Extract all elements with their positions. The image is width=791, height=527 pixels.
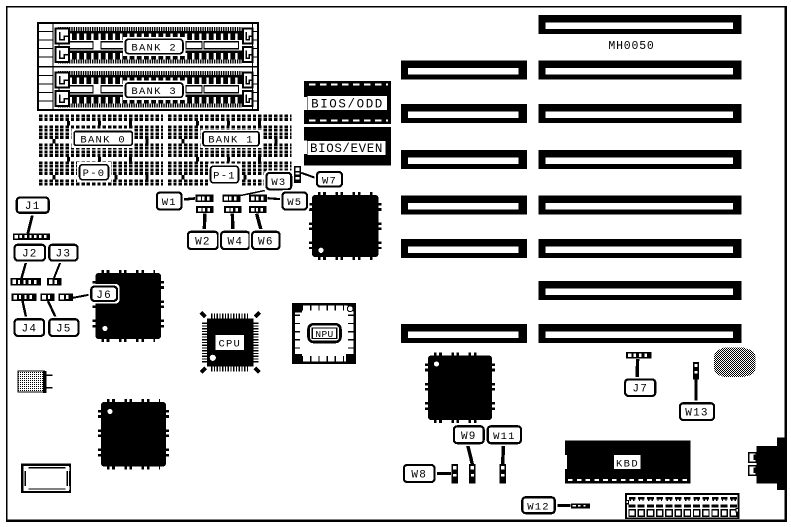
svg-text:W9: W9 xyxy=(461,431,477,443)
svg-text:BANK 1: BANK 1 xyxy=(208,135,254,147)
svg-text:J5: J5 xyxy=(56,324,72,336)
svg-text:J3: J3 xyxy=(56,249,72,261)
svg-text:BANK 0: BANK 0 xyxy=(80,134,126,146)
svg-text:J6: J6 xyxy=(96,290,112,302)
svg-text:BIOS/ODD: BIOS/ODD xyxy=(311,97,384,111)
svg-text:BANK 3: BANK 3 xyxy=(131,86,177,98)
svg-text:W5: W5 xyxy=(287,197,302,209)
svg-text:J1: J1 xyxy=(25,201,41,213)
svg-text:W6: W6 xyxy=(258,236,274,248)
svg-text:W8: W8 xyxy=(411,470,427,482)
svg-text:J7: J7 xyxy=(632,384,648,396)
svg-text:W2: W2 xyxy=(195,236,211,248)
svg-text:W13: W13 xyxy=(685,408,708,420)
svg-text:CPU: CPU xyxy=(219,339,242,351)
svg-text:BANK 2: BANK 2 xyxy=(131,42,177,54)
svg-text:W12: W12 xyxy=(527,501,550,513)
svg-text:W3: W3 xyxy=(271,177,286,189)
svg-text:J4: J4 xyxy=(22,324,38,336)
svg-text:KBD: KBD xyxy=(616,458,639,470)
svg-text:J2: J2 xyxy=(22,249,38,261)
svg-text:BIOS/EVEN: BIOS/EVEN xyxy=(310,142,383,156)
svg-text:P-0: P-0 xyxy=(83,168,106,180)
svg-text:W4: W4 xyxy=(228,236,244,248)
svg-text:W7: W7 xyxy=(322,175,337,187)
svg-text:W11: W11 xyxy=(493,431,516,443)
svg-text:W1: W1 xyxy=(162,197,177,209)
svg-text:MH0050: MH0050 xyxy=(608,40,654,53)
svg-text:NPU: NPU xyxy=(315,329,333,340)
svg-text:P-1: P-1 xyxy=(213,171,236,183)
